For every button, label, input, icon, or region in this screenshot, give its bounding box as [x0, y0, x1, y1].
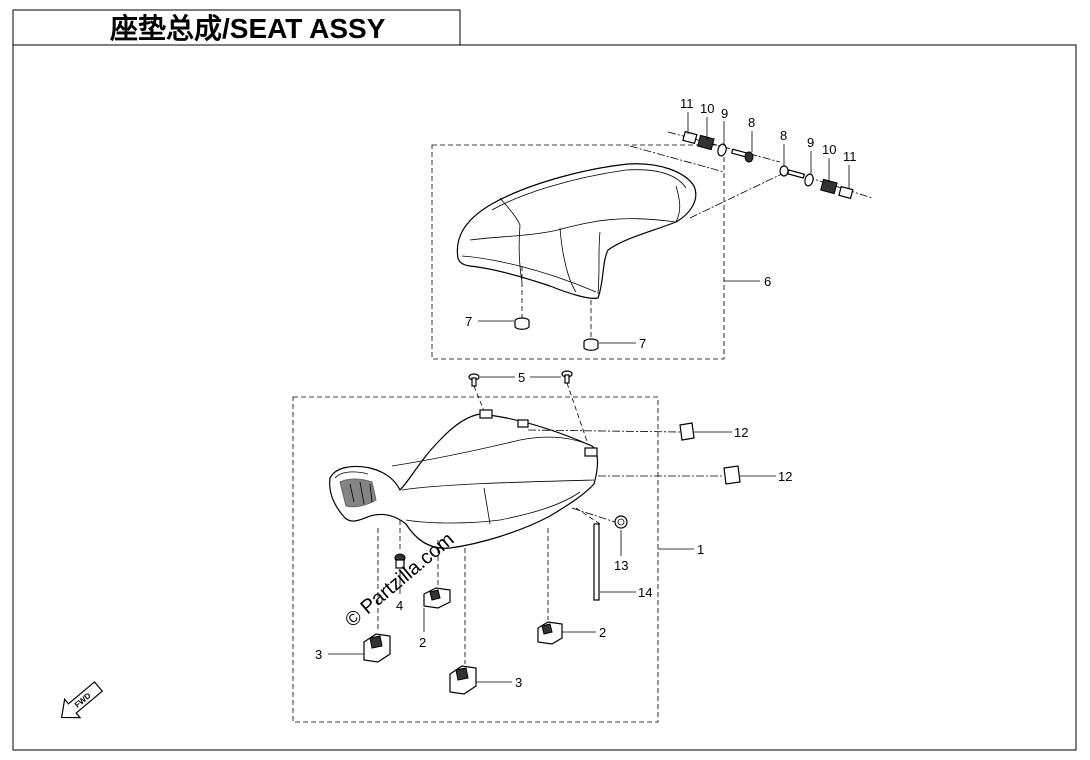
callout-12b: 12 — [778, 469, 792, 484]
front-seat-group-box — [292, 396, 659, 723]
callout-10a: 10 — [700, 101, 714, 116]
rear-seat-group-box — [431, 144, 725, 360]
callout-6: 6 — [764, 274, 771, 289]
hardware-set-b — [779, 165, 854, 200]
callout-1: 1 — [697, 542, 704, 557]
forward-arrow-icon: FWD — [60, 681, 104, 719]
callout-8a: 8 — [748, 115, 755, 130]
callout-8b: 8 — [780, 128, 787, 143]
diagram-title: 座垫总成/SEAT ASSY — [110, 12, 386, 44]
bracket-2b — [537, 621, 563, 645]
callout-10b: 10 — [822, 142, 836, 157]
callout-12a: 12 — [734, 425, 748, 440]
callout-4: 4 — [396, 598, 403, 613]
outer-frame — [12, 44, 1077, 751]
label-12a — [679, 422, 695, 441]
title-box — [12, 9, 461, 46]
callout-3a: 3 — [315, 647, 322, 662]
callout-5: 5 — [518, 370, 525, 385]
nut-13 — [614, 515, 628, 529]
callout-9b: 9 — [807, 135, 814, 150]
callout-9a: 9 — [721, 106, 728, 121]
callout-11b: 11 — [843, 149, 857, 164]
bracket-3b — [449, 665, 477, 695]
rear-seat — [456, 163, 697, 299]
label-12b — [723, 465, 741, 485]
callout-14: 14 — [638, 585, 652, 600]
rubber-bumper-7a — [514, 317, 530, 330]
bracket-2a — [423, 587, 451, 609]
callout-7b: 7 — [639, 336, 646, 351]
hardware-set-a — [682, 130, 754, 163]
bolt-5a — [468, 373, 480, 387]
bolt-5b — [561, 370, 573, 384]
front-seat — [329, 409, 599, 549]
rubber-bumper-7b — [583, 338, 599, 351]
callout-7a: 7 — [465, 314, 472, 329]
callout-11a: 11 — [680, 96, 694, 111]
bracket-3a — [363, 633, 391, 663]
nut-4 — [394, 553, 406, 569]
callout-13: 13 — [614, 558, 628, 573]
callout-2b: 2 — [599, 625, 606, 640]
callout-2a: 2 — [419, 635, 426, 650]
watermark-text: © Partzilla.com — [341, 528, 458, 631]
callout-3b: 3 — [515, 675, 522, 690]
rod-14 — [593, 523, 600, 601]
